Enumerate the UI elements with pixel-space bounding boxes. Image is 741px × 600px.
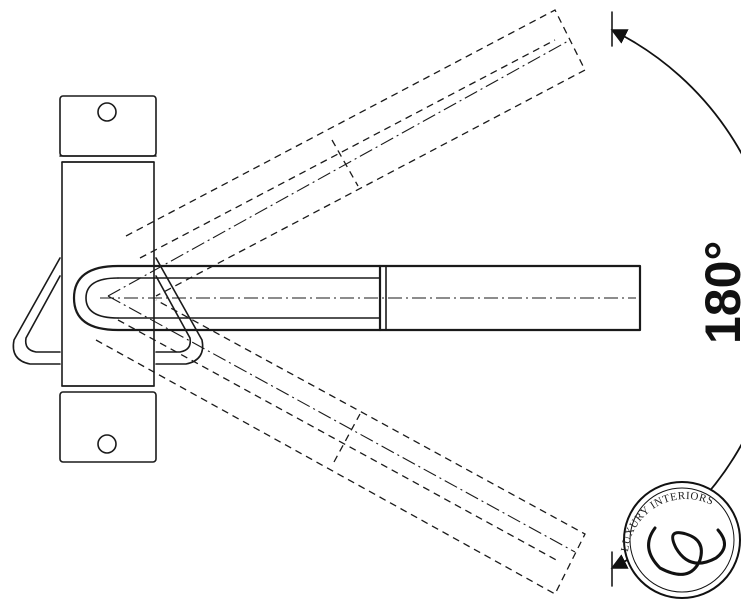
rotation-angle-label: 180° (695, 241, 741, 344)
mounting-tab-top (59, 95, 157, 157)
spout-position-lower (95, 295, 586, 595)
mounting-tab-bottom (59, 391, 157, 463)
wire-bracket (12, 257, 204, 365)
spout-position-upper (107, 9, 586, 297)
mounting-body (61, 161, 155, 387)
luxury-interiors-watermark: LUXURY INTERIORS (619, 481, 741, 599)
mounting-plate (59, 95, 157, 463)
spout-center (72, 264, 642, 332)
logo-monogram-icon (647, 526, 726, 576)
mounting-hole-bottom (97, 434, 117, 454)
mounting-hole-top (97, 102, 117, 122)
